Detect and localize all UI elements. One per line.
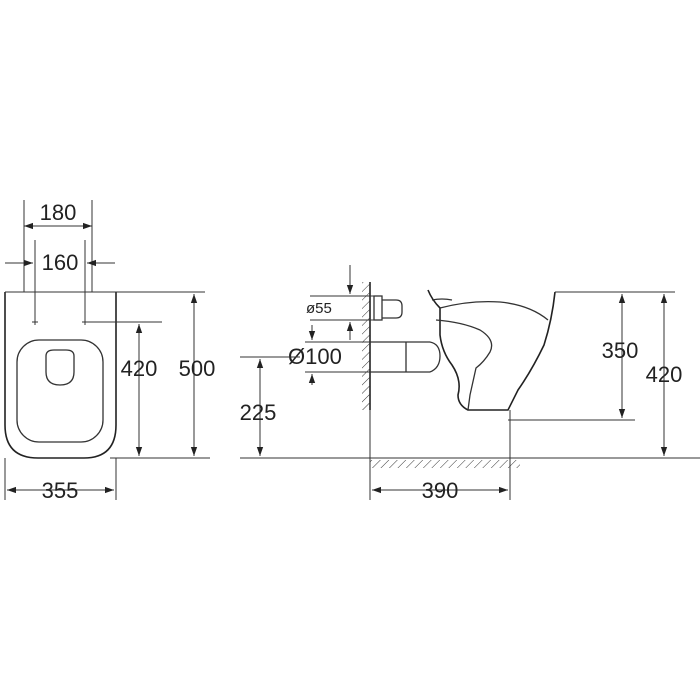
- dim-355: 355: [42, 478, 79, 503]
- seat-hole: [45, 349, 75, 386]
- dim-390: 390: [422, 478, 459, 503]
- toilet-front-outline: [4, 292, 117, 459]
- dim-420-front: 420: [121, 356, 158, 381]
- toilet-side-outline: [427, 289, 556, 411]
- dim-420-side: 420: [646, 362, 683, 387]
- dim-d55: ø55: [306, 300, 332, 317]
- dim-160: 160: [42, 250, 79, 275]
- dim-225: 225: [240, 400, 277, 425]
- seat-outline: [16, 339, 104, 443]
- dim-180: 180: [40, 200, 77, 225]
- dim-500: 500: [179, 356, 216, 381]
- dim-350: 350: [602, 338, 639, 363]
- floor-hatch: [370, 460, 520, 468]
- front-view: 180 160 420 500 355: [4, 200, 216, 503]
- wall-hatch: [362, 282, 370, 410]
- side-view: ø55 Ø100 225 390 350 420: [240, 265, 700, 503]
